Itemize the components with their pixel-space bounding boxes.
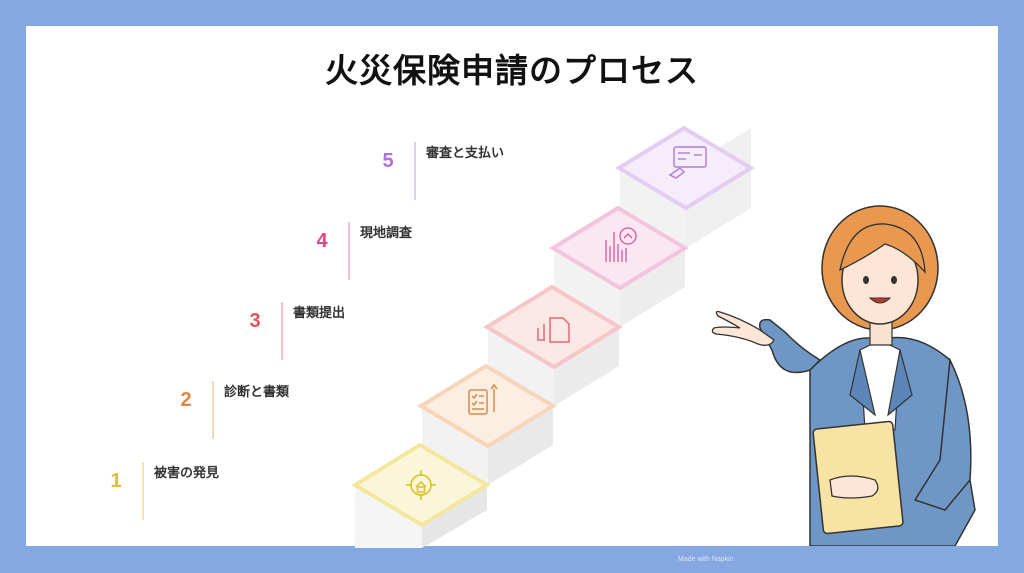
step-label: 被害の発見: [154, 466, 220, 481]
stair-tile-4: [549, 205, 689, 291]
step-divider: [414, 142, 416, 200]
made-with-credit: Made with Napkin: [678, 556, 734, 563]
step-number: 1: [110, 470, 122, 492]
step-number: 3: [249, 310, 261, 332]
city-inspection-icon: [605, 227, 637, 262]
step-divider: [348, 222, 350, 280]
step-label: 現地調査: [360, 226, 413, 241]
step-divider: [212, 381, 214, 439]
step-divider: [142, 462, 144, 520]
documents-icon: [537, 317, 570, 343]
presenter-illustration: [711, 205, 976, 546]
step-number: 5: [382, 150, 394, 172]
stair-tile-5: [615, 125, 755, 211]
step-divider: [281, 302, 283, 360]
check-payment-icon: [668, 146, 707, 179]
step-label: 書類提出: [293, 306, 346, 321]
step-label: 診断と書類: [224, 385, 290, 400]
page-title: 火災保険申請のプロセス: [325, 51, 699, 90]
step-number: 4: [316, 230, 328, 252]
home-target-icon: [406, 470, 436, 500]
stair-tile-2: [417, 363, 557, 449]
step-number: 2: [180, 389, 192, 411]
stair-tile-3: [483, 284, 623, 370]
checklist-pen-icon: [468, 383, 498, 415]
stair-tile-1: [351, 442, 491, 528]
step-label: 審査と支払い: [426, 146, 505, 161]
